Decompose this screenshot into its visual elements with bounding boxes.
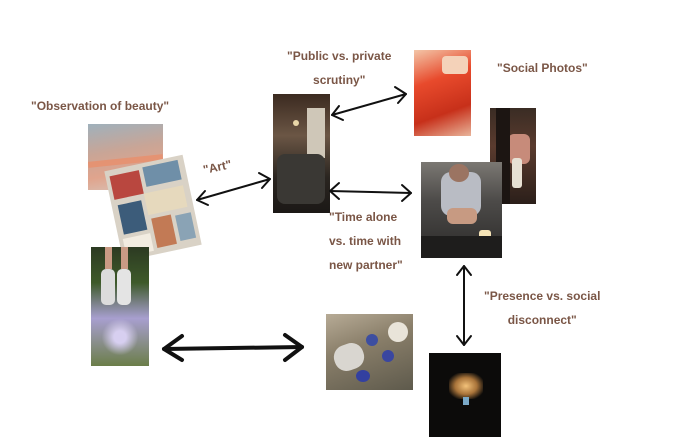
sneakers-flowers-photo [91,247,149,366]
presence-line1: "Presence vs. social [484,289,601,303]
public-private-line1: "Public vs. private [287,49,392,63]
dim-room-photo [273,94,330,213]
presence-arrow [456,265,472,346]
time-alone-arrow [329,182,412,202]
presence-line2: disconnect" [507,313,577,327]
time-alone-line2: vs. time with [329,234,402,248]
red-dress-photo [414,50,471,136]
flowers-bouquet-photo [326,314,413,390]
observation-arrow [162,333,304,362]
social-photos-label: "Social Photos" [497,56,588,80]
art-collage-photo [104,154,202,262]
art-text: "Art" [201,157,233,177]
time-alone-line3: new partner" [329,258,403,272]
observation-of-beauty-label: "Observation of beauty" [31,94,169,118]
social-photos-text: "Social Photos" [497,61,588,75]
public-private-line2: scrutiny" [313,73,366,87]
time-alone-label: "Time alone vs. time with new partner" [329,205,403,277]
observation-of-beauty-text: "Observation of beauty" [31,99,170,113]
public-private-label: "Public vs. private scrutiny" [287,44,391,92]
presence-label: "Presence vs. social disconnect" [484,284,600,332]
people-at-table-photo [421,162,502,258]
dark-lamp-photo [429,353,501,437]
time-alone-line1: "Time alone [329,210,398,224]
art-label: "Art" [201,152,234,181]
